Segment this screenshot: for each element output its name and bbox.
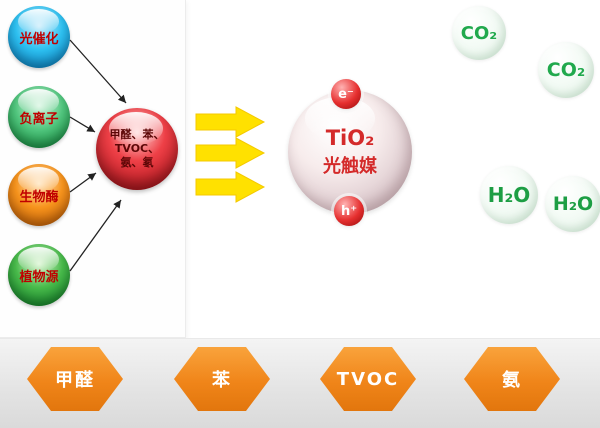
sphere-bio-enzyme: 生物酶	[8, 164, 70, 226]
h2o-bubble-2: H₂O	[545, 176, 600, 232]
flow-arrow-2	[195, 137, 266, 169]
hexagon-formaldehyde: 甲醛	[27, 347, 123, 411]
hole-badge: h⁺	[334, 196, 364, 226]
sphere-negative-ion: 负离子	[8, 86, 70, 148]
photocatalyst-name: 光触媒	[323, 156, 377, 177]
pollutants-sphere-label: 甲醛、苯、TVOC、氨、氡	[109, 128, 165, 169]
hexagon-tvoc: TVOC	[320, 347, 416, 411]
sphere-plant-extract-label: 植物源	[19, 269, 59, 285]
arrow-bio-enzyme-to-pollutants	[69, 172, 97, 193]
tio2-formula: TiO₂	[325, 126, 375, 150]
co2-bubble-1: CO₂	[452, 6, 506, 60]
tio2-catalyst-bubble: TiO₂ 光触媒	[288, 90, 412, 214]
sphere-bio-enzyme-label: 生物酶	[19, 189, 59, 205]
arrow-plant-extract-to-pollutants	[69, 199, 122, 272]
technology-panel: 光催化 负离子 生物酶 植物源 甲醛、苯、TVOC、氨、氡	[0, 0, 186, 338]
sphere-photocatalysis: 光催化	[8, 6, 70, 68]
sphere-negative-ion-label: 负离子	[19, 111, 59, 127]
hexagon-benzene: 苯	[174, 347, 270, 411]
co2-bubble-2: CO₂	[538, 42, 594, 98]
sphere-photocatalysis-label: 光催化	[19, 31, 59, 47]
arrow-negative-ion-to-pollutants	[69, 116, 96, 133]
arrow-photocatalysis-to-pollutants	[69, 39, 127, 104]
h2o-bubble-1: H₂O	[480, 166, 538, 224]
sphere-plant-extract: 植物源	[8, 244, 70, 306]
hexagon-ammonia: 氨	[464, 347, 560, 411]
pollutant-legend-band: 甲醛 苯 TVOC 氨	[0, 338, 600, 428]
electron-badge: e⁻	[331, 79, 361, 109]
flow-arrow-3	[195, 171, 266, 203]
flow-arrow-1	[195, 106, 266, 138]
pollutants-sphere: 甲醛、苯、TVOC、氨、氡	[96, 108, 178, 190]
